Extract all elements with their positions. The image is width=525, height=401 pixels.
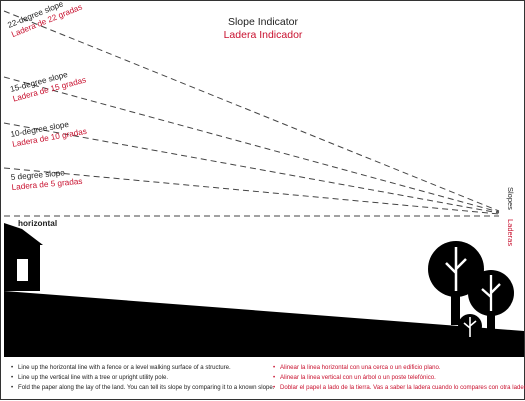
house-icon: [4, 223, 43, 291]
instruction-en-3: Fold the paper along the lay of the land…: [11, 383, 274, 393]
slope-line-5: [3, 167, 500, 215]
tree-icon-small: [458, 314, 482, 343]
tree-icon-large: [428, 241, 484, 325]
slope-line-10: [3, 122, 500, 214]
slope-label-group-10: 10-degree slope Ladera de 10 gradas: [10, 120, 88, 149]
instructions-spanish: Alinear la linea horizontal con una cerc…: [273, 363, 525, 394]
slope-line-15: [3, 76, 500, 213]
slope-lines: [3, 10, 500, 217]
instruction-es-2: Alinear la linea vertical con un árbol o…: [273, 373, 525, 383]
side-label: Slopes Laderas: [506, 187, 515, 246]
instruction-en-1: Line up the horizontal line with a fence…: [11, 363, 274, 373]
instruction-en-2: Line up the vertical line with a tree or…: [11, 373, 274, 383]
horizontal-label: horizontal: [18, 219, 57, 228]
instructions-english: Line up the horizontal line with a fence…: [11, 363, 274, 394]
slope-line-22: [3, 10, 500, 212]
title-english: Slope Indicator: [228, 16, 299, 28]
tree-icon-medium: [468, 270, 514, 329]
slope-label-group-15: 15-degree slope Ladera de 15 gradas: [9, 70, 87, 104]
ground-slope: [4, 291, 524, 357]
side-label-spanish: Laderas: [506, 219, 515, 246]
side-label-english: Slopes: [506, 187, 515, 210]
instruction-es-1: Alinear la linea horizontal con una cerc…: [273, 363, 525, 373]
title-spanish: Ladera Indicador: [224, 29, 303, 41]
slope-label-group-22: 22-degree slope Ladera de 22 gradas: [6, 1, 83, 39]
slope-label-group-5: 5 degree slope Ladera de 5 gradas: [10, 168, 82, 192]
instruction-es-3: Doblar el papel a lado de la tierra. Vas…: [273, 383, 525, 393]
